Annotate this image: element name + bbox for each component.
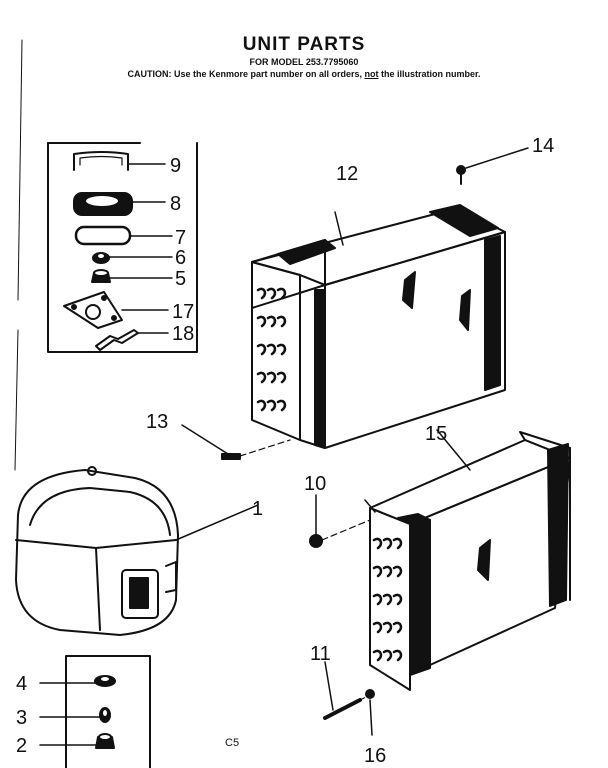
page-title: UNIT PARTS — [242, 34, 366, 55]
caution-prefix: CAUTION: Use the Kenmore part number on … — [127, 69, 362, 79]
part-18-clip — [95, 329, 169, 351]
callout-1: 1 — [252, 498, 263, 520]
caution-not: not — [364, 69, 379, 79]
part-2-grommet — [39, 733, 115, 749]
model-line: FOR MODEL 253.7795060 — [249, 57, 359, 67]
part-9-bracket — [73, 151, 166, 171]
part-13-screw — [181, 424, 291, 460]
part-14-screw — [456, 147, 529, 185]
part-11-rod — [323, 661, 373, 720]
small-parts-box — [47, 142, 198, 353]
part-8-cushion — [73, 192, 166, 216]
caution-suffix: the illustration number. — [381, 69, 481, 79]
callout-15: 15 — [425, 423, 447, 445]
part-7-ring — [74, 225, 173, 246]
callout-2: 2 — [16, 735, 27, 757]
callout-13: 13 — [146, 411, 168, 433]
part-12-condenser — [251, 204, 506, 449]
part-10-screw — [309, 494, 371, 548]
part-16-nut — [365, 689, 375, 736]
bottom-parts-box — [65, 655, 151, 768]
part-15-condenser — [364, 429, 571, 691]
part-4-cap — [39, 675, 116, 687]
callout-14: 14 — [532, 135, 554, 157]
callout-16: 16 — [364, 745, 386, 767]
callout-7: 7 — [175, 227, 186, 249]
callout-4: 4 — [16, 673, 27, 695]
caution-line: CAUTION: Use the Kenmore part number on … — [0, 69, 608, 79]
part-1-compressor — [15, 466, 259, 636]
part-6-grommet — [92, 252, 173, 264]
callout-3: 3 — [16, 707, 27, 729]
callout-9: 9 — [170, 155, 181, 177]
callout-10: 10 — [304, 473, 326, 495]
margin-marks — [14, 39, 23, 471]
footer-code: C5 — [225, 737, 239, 749]
callout-17: 17 — [172, 301, 194, 323]
part-17-plate — [63, 291, 169, 329]
part-3-spacer — [39, 707, 111, 723]
callout-6: 6 — [175, 247, 186, 269]
callout-5: 5 — [175, 268, 186, 290]
callout-12: 12 — [336, 163, 358, 185]
part-5-grommet — [91, 269, 173, 283]
callout-8: 8 — [170, 193, 181, 215]
callout-11: 11 — [310, 643, 331, 665]
callout-18: 18 — [172, 323, 194, 345]
